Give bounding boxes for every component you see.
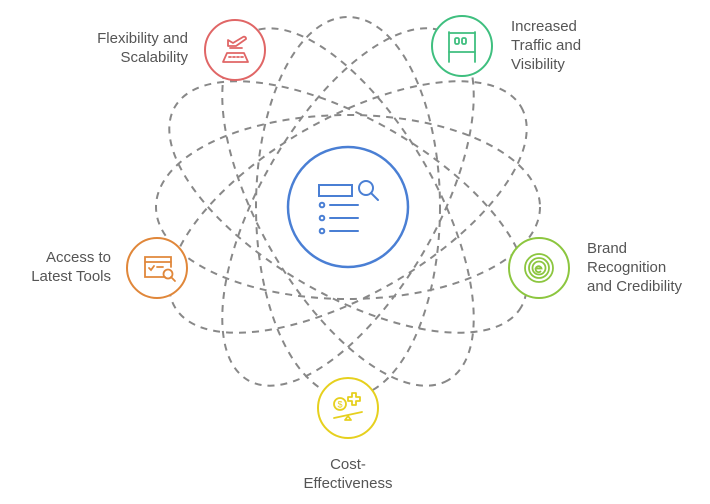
node-flexibility: [204, 19, 266, 81]
balance-coin-plus-icon: $: [333, 392, 363, 421]
label-line: and Credibility: [587, 278, 683, 295]
label-cost: Cost- Effectiveness: [278, 455, 418, 493]
label-brand: Brand Recognition and Credibility: [587, 239, 710, 296]
label-line: Increased: [511, 18, 577, 35]
label-flexibility: Flexibility and Scalability: [60, 29, 188, 67]
airplane-runway-icon: [222, 35, 249, 63]
label-line: Latest Tools: [31, 268, 111, 285]
browser-search-icon: [144, 256, 176, 282]
label-line: Access to: [45, 249, 111, 266]
label-line: Effectiveness: [303, 475, 393, 492]
orbit-rotated-30: [168, 80, 528, 334]
orbit-rotated-neg30: [168, 80, 528, 334]
label-line: Brand: [587, 240, 628, 257]
label-line: Scalability: [120, 49, 188, 66]
node-traffic: [431, 15, 493, 77]
list-search-icon: [318, 180, 379, 235]
label-line: Traffic and: [511, 37, 582, 54]
node-tools: [126, 237, 188, 299]
e-badge-icon: [524, 253, 554, 283]
label-tools: Access to Latest Tools: [0, 248, 111, 286]
label-line: Cost-: [330, 456, 366, 473]
orbit-horizontal: [155, 114, 541, 300]
label-line: Recognition: [587, 259, 667, 276]
label-line: Flexibility and: [97, 30, 188, 47]
label-traffic: Increased Traffic and Visibility: [511, 17, 631, 74]
center-node: [286, 145, 410, 269]
billboard-icon: [448, 31, 476, 63]
node-cost: $: [317, 377, 379, 439]
orbit-vertical: [255, 16, 441, 398]
label-line: Visibility: [511, 56, 565, 73]
svg-text:$: $: [337, 400, 342, 410]
node-brand: [508, 237, 570, 299]
